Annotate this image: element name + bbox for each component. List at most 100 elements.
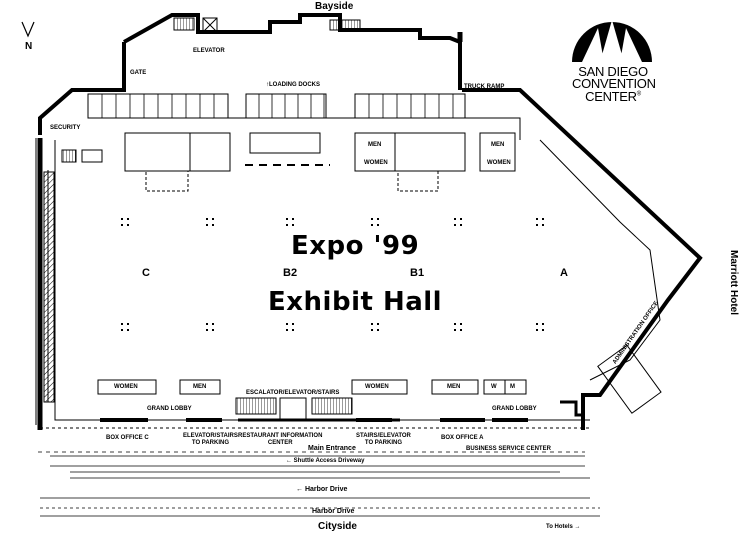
harbor-drive-lower-label: Harbor Drive — [312, 508, 355, 515]
pillar-dot — [127, 218, 129, 220]
logo-line1: SAN DIEGO — [578, 64, 648, 79]
pillar-dot — [454, 323, 456, 325]
restaurant-info-label: RESTAURANT INFORMATION CENTER — [238, 433, 323, 446]
pillar-dot — [292, 218, 294, 220]
pillar-dot — [212, 323, 214, 325]
pillar-dot — [206, 323, 208, 325]
pillar-dot — [121, 218, 123, 220]
pillars — [121, 218, 544, 331]
women-upper-right-label: WOMEN — [487, 160, 511, 166]
pillar-dot — [536, 329, 538, 331]
box-office-a-label: BOX OFFICE A — [441, 435, 484, 441]
men-upper-right-label: MEN — [491, 142, 505, 148]
exhibit-hall-title: Exhibit Hall — [268, 287, 443, 317]
pillar-dot — [542, 329, 544, 331]
pillar-dot — [292, 329, 294, 331]
logo-text: SAN DIEGO CONVENTION CENTER® — [572, 64, 656, 104]
harbor-drive-upper-label: ← Harbor Drive — [296, 486, 348, 493]
pillar-dot — [377, 323, 379, 325]
pillar-dot — [371, 218, 373, 220]
main-entrance-label: Main Entrance — [308, 445, 356, 452]
business-service-label: BUSINESS SERVICE CENTER — [466, 446, 551, 452]
pillar-dot — [377, 329, 379, 331]
pillar-dot — [206, 329, 208, 331]
pillar-dot — [127, 329, 129, 331]
loading-docks-label: ↑LOADING DOCKS — [266, 82, 320, 88]
pillar-dot — [286, 323, 288, 325]
elevator-stairs-parking-label: ELEVATOR/STAIRS TO PARKING — [183, 433, 238, 446]
pillar-dot — [536, 323, 538, 325]
pillar-dot — [542, 323, 544, 325]
pillar-dot — [377, 224, 379, 226]
pillar-dot — [286, 224, 288, 226]
pillar-dot — [454, 218, 456, 220]
outer-walls — [37, 13, 703, 430]
pillar-dot — [206, 218, 208, 220]
pillar-dot — [371, 323, 373, 325]
logo-line3: CENTER® — [585, 88, 641, 104]
men-lower-b2-label: MEN — [193, 384, 207, 390]
pillar-dot — [212, 329, 214, 331]
pillar-dot — [454, 329, 456, 331]
to-hotels-label: To Hotels → — [546, 524, 581, 530]
convention-center-logo-icon — [572, 20, 652, 62]
pillar-dot — [212, 218, 214, 220]
box-office-c-label: BOX OFFICE C — [106, 435, 149, 441]
pillar-dot — [542, 224, 544, 226]
pillar-dot — [460, 323, 462, 325]
gate-label: GATE — [130, 70, 147, 76]
marriott-hotel-label: Marriott Hotel — [728, 250, 739, 315]
pillar-dot — [286, 218, 288, 220]
pillar-dot — [542, 218, 544, 220]
grand-lobby-right-label: GRAND LOBBY — [492, 406, 537, 412]
w-lower-a-label: W — [491, 384, 497, 390]
pillar-dot — [377, 218, 379, 220]
grand-lobby-left-label: GRAND LOBBY — [147, 406, 192, 412]
pillar-dot — [206, 224, 208, 226]
security-label: SECURITY — [50, 125, 81, 131]
pillar-dot — [460, 329, 462, 331]
hall-a-label: A — [560, 267, 568, 279]
loading-docks — [87, 93, 466, 119]
front-wall — [40, 418, 590, 429]
north-arrow-icon — [21, 21, 35, 38]
upper-rooms — [61, 17, 516, 192]
pillar-dot — [127, 323, 129, 325]
women-lower-c-label: WOMEN — [114, 384, 138, 390]
roadways — [38, 451, 600, 517]
north-label: N — [25, 41, 33, 52]
lower-rooms — [97, 344, 662, 421]
pillar-dot — [460, 224, 462, 226]
pillar-dot — [212, 224, 214, 226]
pillar-dot — [121, 329, 123, 331]
women-lower-b1-label: WOMEN — [365, 384, 389, 390]
pillar-dot — [127, 224, 129, 226]
men-lower-a-label: MEN — [447, 384, 461, 390]
truck-ramp-label: TRUCK RAMP — [464, 84, 505, 90]
pillar-dot — [536, 218, 538, 220]
pillar-dot — [292, 323, 294, 325]
pillar-dot — [536, 224, 538, 226]
elevator-label: ELEVATOR — [193, 48, 225, 54]
hall-outline — [35, 117, 661, 425]
shuttle-label: ← Shuttle Access Driveway — [286, 458, 365, 464]
pillar-dot — [121, 224, 123, 226]
pillar-dot — [460, 218, 462, 220]
m-lower-a-label: M — [510, 384, 515, 390]
escalator-label: ESCALATOR/ELEVATOR/STAIRS — [246, 390, 340, 396]
cityside-label: Cityside — [318, 521, 357, 532]
women-upper-label: WOMEN — [364, 160, 388, 166]
pillar-dot — [371, 224, 373, 226]
hall-b1-label: B1 — [410, 267, 425, 279]
pillar-dot — [121, 323, 123, 325]
hall-c-label: C — [142, 267, 150, 279]
expo-title: Expo '99 — [291, 231, 420, 261]
hall-b2-label: B2 — [283, 267, 298, 279]
pillar-dot — [454, 224, 456, 226]
pillar-dot — [286, 329, 288, 331]
bayside-label: Bayside — [315, 1, 354, 12]
logo-line2: CONVENTION — [572, 76, 656, 92]
stairs-elevator-parking-label: STAIRS/ELEVATOR TO PARKING — [356, 433, 411, 446]
men-upper-label: MEN — [368, 142, 382, 148]
